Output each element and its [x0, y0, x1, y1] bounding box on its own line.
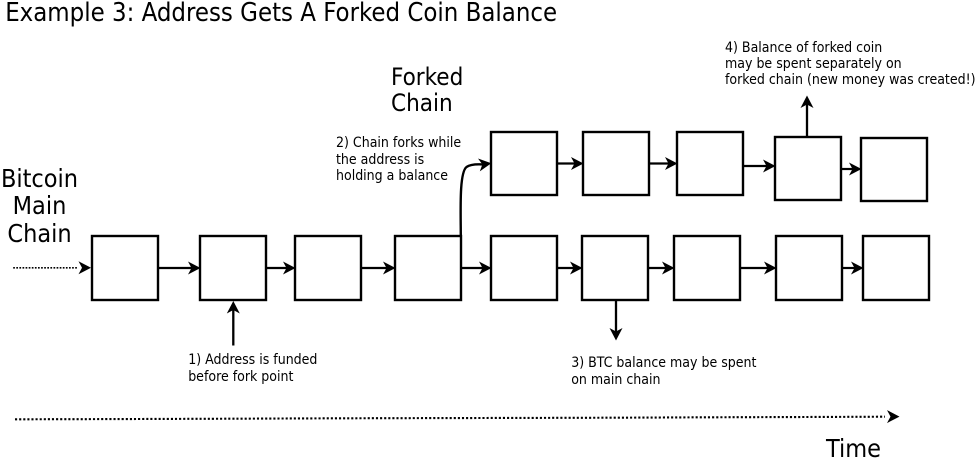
time-axis-arrow-line: [14, 415, 886, 421]
main-chain-arrow-1: [158, 261, 201, 275]
main-chain-arrow-5: [557, 261, 583, 275]
main-chain-arrow-2: [266, 261, 296, 275]
annotation-1-line: before fork point: [188, 368, 294, 385]
annotation-2-text: 2) Chain forks while the address is hold…: [336, 135, 461, 184]
annotation-4-arrow: [800, 95, 814, 138]
annotation-4-text: 4) Balance of forked coin may be spent s…: [725, 40, 976, 89]
annotation-4-line: may be spent separately on: [725, 56, 902, 73]
bitcoin-main-chain-label-line: Bitcoin: [0, 164, 79, 194]
fork-chain-arrow-4: [841, 162, 862, 176]
fork-chain-block-2: [581, 130, 651, 197]
main-chain-blocks: [90, 234, 931, 302]
annotation-4-arrow-head: [800, 95, 814, 108]
annotation-4-line: forked chain (new money was created!): [725, 72, 976, 89]
main-chain-arrow-7-head: [764, 261, 777, 275]
genesis-dotted-arrow: [13, 261, 91, 275]
fork-chain-blocks: [489, 130, 929, 203]
main-chain-block-9: [861, 234, 931, 302]
main-chain-arrow-2-head: [283, 261, 296, 275]
annotation-3-arrow: [609, 300, 623, 341]
page-title: Example 3: Address Gets A Forked Coin Ba…: [5, 0, 558, 29]
annotation-4-line: 4) Balance of forked coin: [725, 39, 883, 56]
main-chain-arrow-6-head: [662, 261, 675, 275]
main-chain-arrow-7: [740, 261, 777, 275]
main-chain-block-6: [580, 234, 650, 302]
main-chain-arrow-4: [461, 261, 492, 275]
time-axis-label: Time: [826, 433, 881, 462]
annotation-1-arrow-head: [226, 301, 240, 314]
fork-curve-arrow-head: [478, 158, 492, 172]
fork-chain-block-3: [675, 130, 745, 197]
annotation-2-line: the address is: [336, 151, 425, 168]
fork-chain-arrow-1: [557, 157, 584, 170]
main-chain-block-1: [90, 234, 160, 302]
main-chain-block-7: [672, 234, 742, 302]
bitcoin-main-chain-label: Bitcoin Main Chain: [0, 165, 79, 247]
fork-chain-block-1: [489, 130, 559, 197]
main-chain-arrow-3: [361, 261, 396, 275]
fork-chain-block-5: [859, 136, 929, 203]
forked-chain-label: Forked Chain: [391, 62, 464, 117]
fork-chain-arrow-2-head: [665, 157, 678, 170]
main-chain-arrow-4-head: [479, 261, 492, 275]
fork-chain-arrow-4-head: [849, 162, 862, 176]
annotation-3-text: 3) BTC balance may be spent on main chai…: [571, 355, 756, 388]
time-axis-arrow-head: [887, 410, 900, 424]
main-chain-block-3: [293, 234, 363, 302]
main-chain-block-8: [774, 234, 844, 302]
annotation-3-line: 3) BTC balance may be spent: [571, 355, 757, 372]
main-chain-arrow-1-head: [188, 261, 201, 275]
main-chain-arrow-8-head: [851, 261, 864, 275]
main-chain-arrow-5-head: [570, 261, 583, 275]
forked-chain-label-line: Chain: [391, 89, 453, 117]
annotation-1-text: 1) Address is funded before fork point: [188, 352, 317, 385]
fork-curve-arrow-line: [459, 163, 483, 237]
forked-chain-label-line: Forked: [391, 62, 464, 91]
time-axis-arrow: [14, 410, 900, 424]
fork-chain-arrow-3-head: [763, 159, 776, 173]
annotation-1-arrow: [226, 301, 240, 346]
main-chain-arrow-3-head: [383, 261, 396, 275]
fork-curve-arrow: [459, 158, 492, 237]
fork-chain-arrow-1-head: [571, 157, 584, 170]
annotation-2-line: holding a balance: [336, 167, 448, 184]
main-chain-arrow-6: [648, 261, 675, 275]
fork-chain-arrow-2: [649, 157, 678, 170]
fork-chain-block-4: [773, 135, 843, 202]
annotation-1-line: 1) Address is funded: [188, 352, 318, 369]
fork-chain-arrow-3: [743, 159, 776, 173]
bitcoin-main-chain-label-line: Chain: [7, 218, 72, 248]
annotation-2-line: 2) Chain forks while: [336, 135, 462, 152]
main-chain-block-2: [198, 234, 268, 302]
genesis-dotted-arrow-head: [78, 261, 91, 275]
annotation-3-arrow-head: [609, 328, 623, 341]
main-chain-block-5: [489, 234, 559, 302]
main-chain-block-4: [393, 234, 463, 302]
bitcoin-main-chain-label-line: Main: [12, 191, 67, 221]
annotation-3-line: on main chain: [571, 371, 661, 388]
main-chain-arrow-8: [842, 261, 864, 275]
